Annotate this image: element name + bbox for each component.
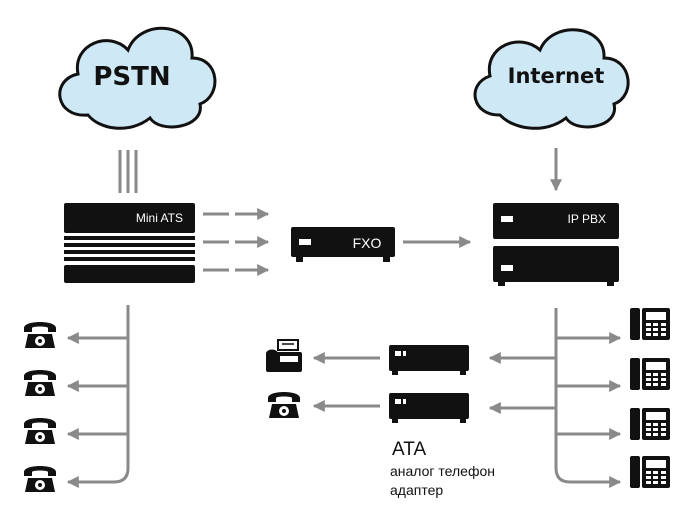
ata-device-upper: [389, 345, 469, 375]
rotary-phone-icon: [24, 322, 56, 348]
rotary-phone-icon: [268, 392, 300, 418]
internet-cloud: Internet: [473, 28, 630, 130]
ats-to-fxo-arrows: [203, 208, 270, 276]
desk-ip-phone-icon: [630, 308, 670, 340]
ip-pbx-label: IP PBX: [568, 212, 606, 226]
ata-to-phones-arrows: [312, 352, 380, 412]
analog-branch-lines: [66, 305, 130, 488]
pstn-trunk-lines: [118, 150, 138, 193]
pstn-cloud: PSTN: [58, 26, 217, 130]
fxo-label: FXO: [353, 235, 382, 251]
ip-pbx-device: IP PBX: [493, 203, 619, 286]
rotary-phone-icon: [24, 466, 56, 492]
pstn-label: PSTN: [93, 62, 170, 92]
rotary-phone-icon: [24, 418, 56, 444]
ip-branch-lines: [488, 308, 622, 488]
desk-ip-phone-icon: [630, 408, 670, 440]
fxo-device: FXO: [291, 227, 395, 262]
fax-icon: [265, 339, 303, 373]
desk-ip-phone-icon: [630, 456, 670, 488]
ata-device-lower: [389, 393, 469, 423]
desk-ip-phone-icon: [630, 358, 670, 390]
rotary-phone-icon: [24, 370, 56, 396]
ata-subtitle-line2: адаптер: [390, 482, 443, 498]
internet-label: Internet: [508, 64, 605, 88]
mini-ats-device: Mini ATS: [64, 203, 195, 283]
ata-title: ATA: [392, 439, 426, 460]
ata-subtitle-line1: аналог телефон: [390, 463, 495, 479]
mini-ats-label: Mini ATS: [136, 211, 183, 225]
